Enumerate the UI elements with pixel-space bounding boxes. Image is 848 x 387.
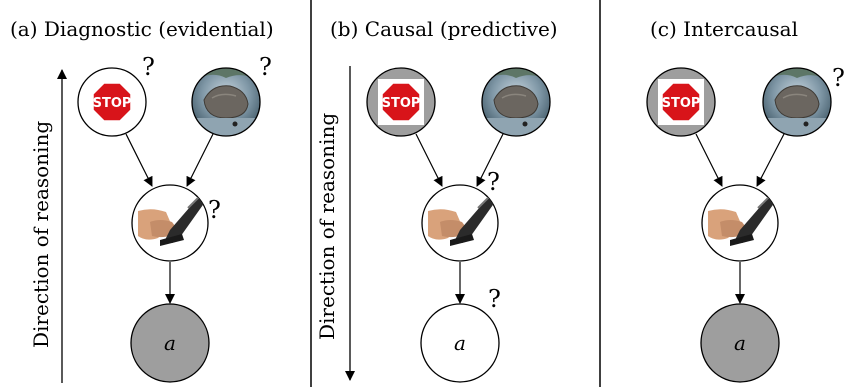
edge-rock-to-foot — [476, 133, 504, 187]
edge-stop-to-foot — [695, 133, 723, 187]
stop-sign-node: STOP — [646, 67, 716, 137]
rock-photo-icon — [192, 68, 260, 136]
direction-of-reasoning-label: Direction of reasoning — [29, 121, 53, 348]
outcome-label: a — [734, 331, 746, 355]
direction-of-reasoning-label: Direction of reasoning — [315, 113, 339, 340]
foot-on-brake-node — [421, 184, 499, 262]
stop-sign-icon: STOP — [92, 82, 132, 122]
query-mark-rock: ? — [259, 53, 272, 81]
svg-text:STOP: STOP — [93, 96, 132, 111]
panel-title: (c) Intercausal — [650, 17, 798, 41]
outcome-node: a — [130, 303, 210, 383]
outcome-node: a — [420, 303, 500, 383]
outcome-label: a — [454, 331, 466, 355]
edge-stop-to-foot — [125, 133, 153, 187]
foot-on-pedal-icon — [708, 195, 775, 246]
rock-on-road-node — [191, 67, 261, 137]
rock-on-road-node — [481, 67, 551, 137]
foot-on-brake-node — [701, 184, 779, 262]
foot-on-brake-node — [131, 184, 209, 262]
panel-diagnostic: (a) Diagnostic (evidential) Direction of… — [10, 17, 274, 383]
query-mark-foot: ? — [487, 168, 500, 196]
stop-sign-node: STOP — [366, 67, 436, 137]
svg-text:STOP: STOP — [662, 96, 701, 111]
query-mark-stop: ? — [142, 53, 155, 81]
outcome-node: a — [700, 303, 780, 383]
rock-on-road-node — [762, 67, 832, 137]
edge-rock-to-foot — [186, 133, 214, 187]
foot-on-pedal-icon — [428, 195, 495, 246]
edge-rock-to-foot — [756, 133, 785, 187]
panel-intercausal: (c) Intercausal STOP — [646, 17, 845, 383]
panel-causal: (b) Causal (predictive) Direction of rea… — [315, 17, 558, 383]
stop-sign-icon: STOP — [378, 79, 424, 125]
rock-photo-icon — [763, 68, 831, 136]
panel-title: (b) Causal (predictive) — [330, 17, 558, 41]
panel-title: (a) Diagnostic (evidential) — [10, 17, 274, 41]
query-mark-outcome: ? — [488, 285, 501, 313]
query-mark-foot: ? — [208, 196, 221, 224]
foot-on-pedal-icon — [138, 195, 205, 246]
query-mark-rock: ? — [832, 64, 845, 92]
rock-photo-icon — [482, 68, 550, 136]
stop-sign-node: STOP — [77, 67, 147, 137]
svg-text:STOP: STOP — [382, 96, 421, 111]
edge-stop-to-foot — [415, 133, 443, 187]
outcome-label: a — [164, 331, 176, 355]
stop-sign-icon: STOP — [658, 79, 704, 125]
